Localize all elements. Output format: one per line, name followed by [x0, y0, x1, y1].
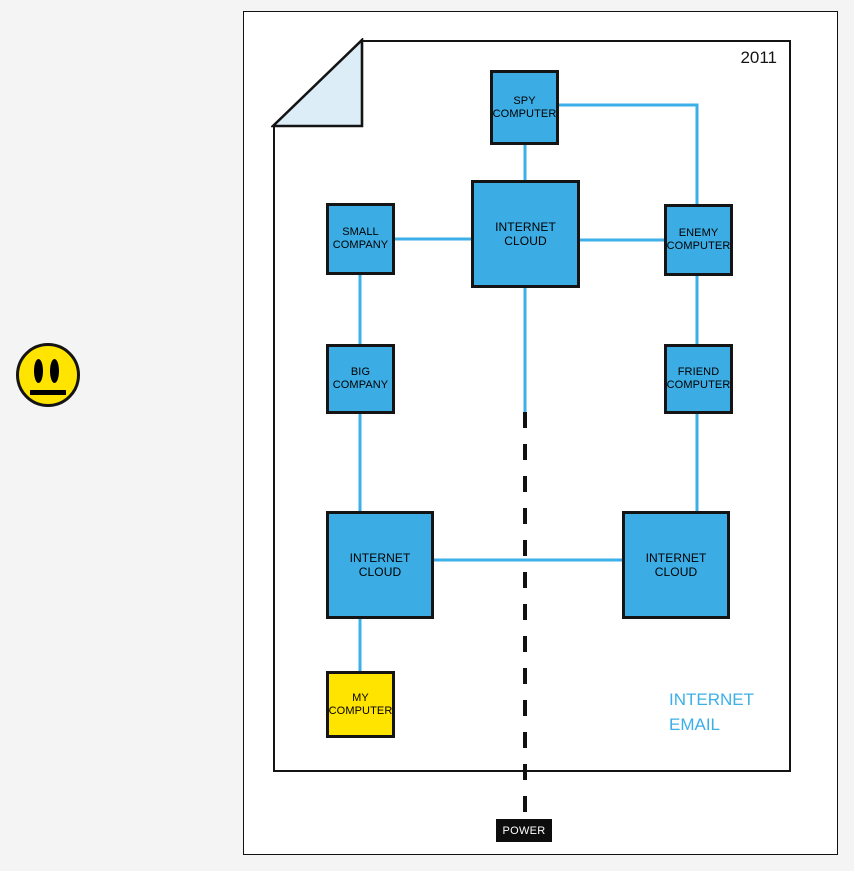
node-internet-cloud-right[interactable]: INTERNET CLOUD	[622, 511, 730, 619]
node-label: ENEMY COMPUTER	[666, 227, 731, 252]
node-label: SMALL COMPANY	[332, 226, 389, 251]
smiley-mouth-icon	[30, 390, 66, 395]
node-label: SPY COMPUTER	[492, 94, 557, 120]
smiley-eye-right-icon	[50, 359, 59, 383]
node-label: INTERNET CLOUD	[349, 550, 411, 579]
year-label: 2011	[740, 48, 777, 67]
node-small-company[interactable]: SMALL COMPANY	[326, 203, 395, 275]
node-label: FRIEND COMPUTER	[666, 366, 731, 391]
node-label: MY COMPUTER	[328, 691, 393, 717]
node-my-computer[interactable]: MY COMPUTER	[326, 671, 395, 738]
node-label: BIG COMPANY	[332, 366, 389, 391]
node-label: INTERNET CLOUD	[645, 550, 707, 579]
page-curl-icon	[273, 40, 362, 126]
node-friend-computer[interactable]: FRIEND COMPUTER	[664, 344, 733, 414]
node-internet-cloud-top[interactable]: INTERNET CLOUD	[471, 180, 580, 288]
smiley-face-icon	[16, 343, 86, 413]
power-badge: POWER	[496, 819, 552, 842]
internet-email-legend: INTERNET EMAIL	[669, 690, 754, 734]
node-label: INTERNET CLOUD	[495, 219, 556, 248]
smiley-eye-left-icon	[34, 359, 43, 383]
node-enemy-computer[interactable]: ENEMY COMPUTER	[664, 204, 733, 276]
smiley-face-circle	[16, 343, 80, 407]
node-internet-cloud-left[interactable]: INTERNET CLOUD	[326, 511, 434, 619]
node-big-company[interactable]: BIG COMPANY	[326, 344, 395, 414]
node-spy-computer[interactable]: SPY COMPUTER	[490, 70, 559, 145]
